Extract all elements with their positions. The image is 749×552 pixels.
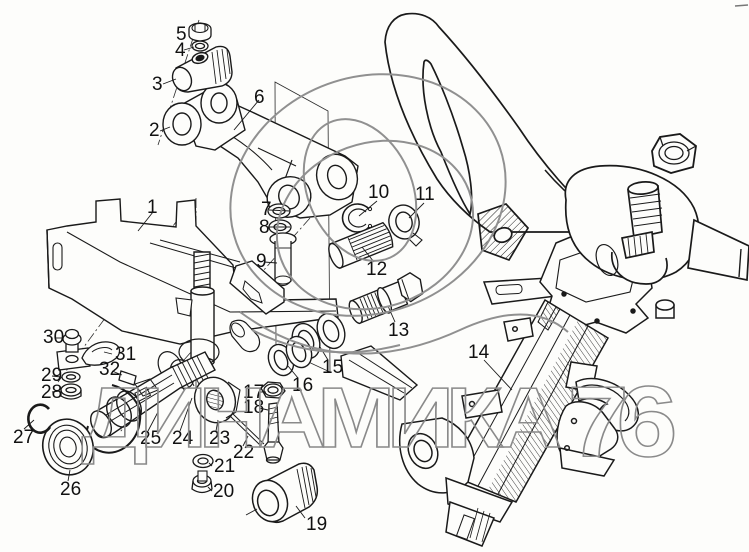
svg-text:15: 15 bbox=[322, 357, 343, 378]
svg-text:17: 17 bbox=[243, 382, 264, 403]
svg-text:11: 11 bbox=[415, 184, 435, 205]
svg-text:2: 2 bbox=[149, 120, 160, 141]
svg-text:76: 76 bbox=[568, 367, 678, 478]
svg-text:23: 23 bbox=[209, 428, 230, 449]
svg-text:3: 3 bbox=[152, 74, 163, 95]
svg-text:9: 9 bbox=[256, 251, 267, 272]
svg-text:24: 24 bbox=[172, 428, 194, 449]
svg-text:12: 12 bbox=[366, 259, 387, 280]
svg-text:30: 30 bbox=[43, 327, 64, 348]
svg-text:31: 31 bbox=[115, 344, 136, 365]
svg-text:6: 6 bbox=[254, 87, 265, 108]
svg-text:13: 13 bbox=[388, 320, 409, 341]
svg-text:16: 16 bbox=[292, 375, 313, 396]
svg-text:20: 20 bbox=[213, 481, 234, 502]
svg-text:18: 18 bbox=[243, 397, 264, 418]
svg-text:26: 26 bbox=[60, 479, 81, 500]
svg-text:25: 25 bbox=[140, 428, 161, 449]
svg-text:ДИНАМИКА: ДИНАМИКА bbox=[81, 370, 562, 465]
svg-text:8: 8 bbox=[259, 217, 270, 238]
svg-text:21: 21 bbox=[214, 456, 235, 477]
svg-text:28: 28 bbox=[41, 382, 62, 403]
svg-text:29: 29 bbox=[41, 365, 62, 386]
svg-text:19: 19 bbox=[306, 514, 327, 535]
svg-text:7: 7 bbox=[261, 199, 272, 220]
svg-text:5: 5 bbox=[176, 24, 187, 45]
svg-text:14: 14 bbox=[468, 342, 490, 363]
svg-text:27: 27 bbox=[13, 427, 34, 448]
svg-text:32: 32 bbox=[99, 359, 120, 380]
svg-text:10: 10 bbox=[368, 182, 389, 203]
svg-text:4: 4 bbox=[175, 40, 186, 61]
svg-text:1: 1 bbox=[147, 197, 158, 218]
svg-text:22: 22 bbox=[233, 442, 254, 463]
